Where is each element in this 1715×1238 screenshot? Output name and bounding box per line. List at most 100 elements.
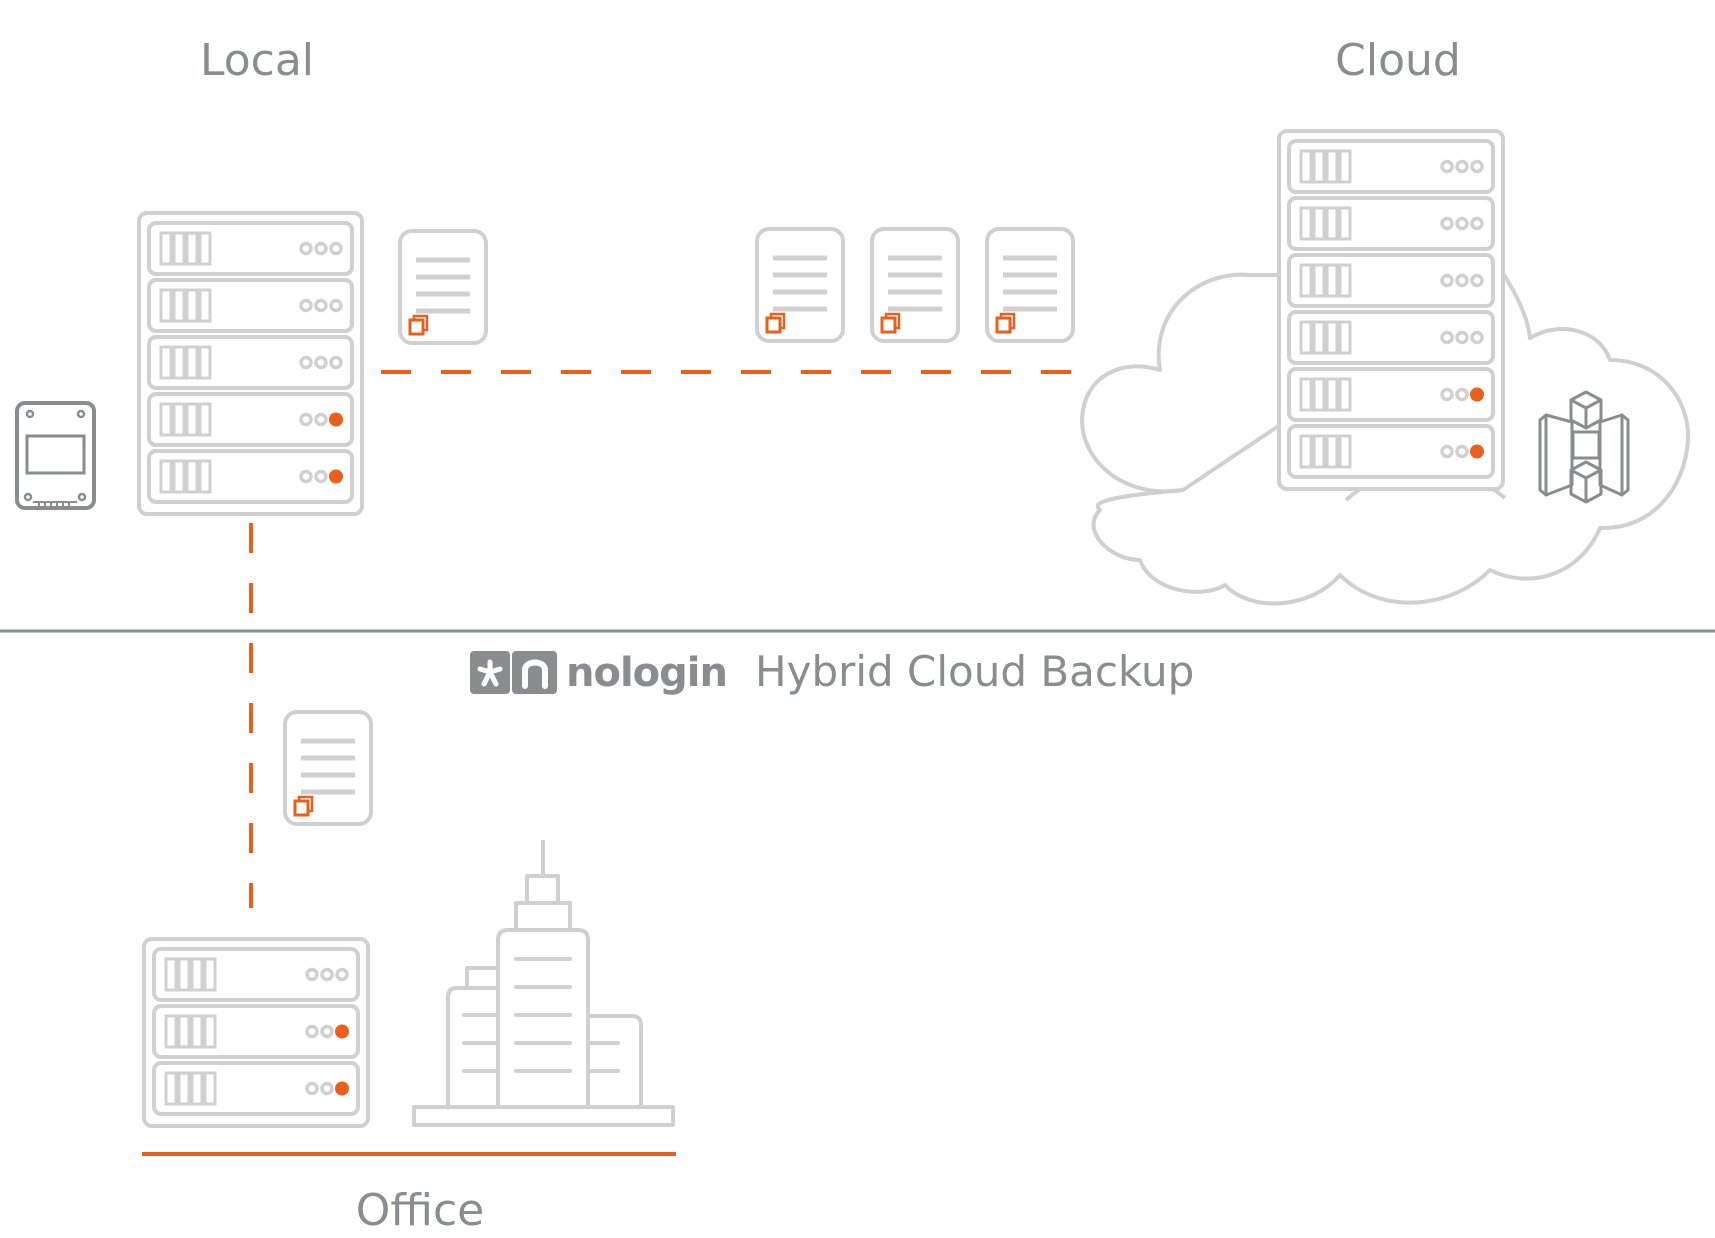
drive-bay-icon (1299, 206, 1313, 241)
drive-bay-icon (185, 459, 199, 494)
server-unit-frame (152, 947, 360, 1002)
status-led (1470, 216, 1484, 231)
server-unit-frame (152, 1061, 360, 1116)
status-led (329, 241, 343, 256)
copy-icon (408, 314, 429, 336)
server-unit-frame (147, 449, 354, 504)
status-led (1440, 330, 1454, 345)
status-led (1455, 273, 1469, 288)
server-unit-frame (1287, 139, 1495, 194)
status-led (305, 1024, 319, 1039)
server-unit (1287, 253, 1495, 308)
asterisk-icon (477, 659, 503, 687)
server-unit (147, 221, 354, 276)
drive-bay-icon (1325, 263, 1339, 298)
drive-bay-icon (190, 957, 204, 992)
server-unit (1287, 424, 1495, 479)
status-led (314, 355, 328, 370)
status-led (1440, 273, 1454, 288)
status-led (314, 241, 328, 256)
copy-icon (995, 312, 1016, 334)
copy-icon (765, 312, 786, 334)
drive-bay-icon (1338, 434, 1352, 469)
copy-front-square (408, 318, 425, 336)
status-led (320, 1024, 334, 1039)
server-unit-frame (1287, 196, 1495, 251)
copy-icon (293, 795, 314, 817)
status-led (299, 241, 313, 256)
drive-bay-icon (1338, 263, 1352, 298)
status-led (1455, 216, 1469, 231)
drive-bay-icon (1312, 434, 1326, 469)
server-unit-frame (1287, 310, 1495, 365)
drive-bay-icon (164, 1071, 178, 1106)
server-unit (147, 335, 354, 390)
status-led (299, 355, 313, 370)
drive-bay-icon (190, 1071, 204, 1106)
status-led (335, 967, 349, 982)
drive-bay-icon (1325, 320, 1339, 355)
logo-n-tile (512, 651, 557, 694)
drive-bay-icon (177, 1071, 191, 1106)
server-unit (152, 1004, 360, 1059)
drive-bay-icon (198, 345, 212, 380)
office-building-icon (412, 840, 675, 1127)
drive-bay-icon (198, 288, 212, 323)
drive-bay-icon (1312, 206, 1326, 241)
status-led (1440, 159, 1454, 174)
drive-bay-icon (198, 402, 212, 437)
drive-bay-icon (159, 231, 173, 266)
drive-bay-icon (1325, 149, 1339, 184)
drive-bay-icon (1338, 206, 1352, 241)
drive-bay-icon (1299, 434, 1313, 469)
server-unit-frame (147, 335, 354, 390)
status-led (329, 298, 343, 313)
local-server-rack (137, 211, 364, 516)
drive-bay-icon (190, 1014, 204, 1049)
server-unit (1287, 196, 1495, 251)
drive-bay-icon (164, 1014, 178, 1049)
document-icon (283, 710, 373, 826)
status-led (1440, 216, 1454, 231)
drive-bay-icon (185, 231, 199, 266)
status-led (1455, 159, 1469, 174)
status-led (1440, 444, 1454, 459)
drive-bay-icon (1312, 377, 1326, 412)
drive-bay-icon (1338, 377, 1352, 412)
status-led (314, 412, 328, 427)
drive-bay-icon (1325, 206, 1339, 241)
status-led (299, 469, 313, 484)
server-unit (147, 278, 354, 333)
drive-bay-icon (177, 957, 191, 992)
drive-bay-icon (1299, 377, 1313, 412)
status-led (314, 298, 328, 313)
n-glyph-icon (522, 659, 548, 689)
drive-bay-icon (203, 1014, 217, 1049)
office-server-rack (142, 937, 370, 1128)
server-unit-frame (1287, 424, 1495, 479)
cloud-section-label: Cloud (1335, 35, 1461, 86)
drive-bay-icon (172, 459, 186, 494)
drive-bay-icon (1299, 149, 1313, 184)
drive-bay-icon (164, 957, 178, 992)
drive-bay-icon (159, 459, 173, 494)
status-led (1470, 273, 1484, 288)
drive-bay-icon (159, 345, 173, 380)
status-led (1440, 387, 1454, 402)
status-led (1455, 444, 1469, 459)
status-led-active (1470, 387, 1484, 402)
drive-bay-icon (185, 288, 199, 323)
copy-icon (880, 312, 901, 334)
rack-frame (142, 937, 370, 1128)
copy-front-square (880, 316, 897, 334)
server-unit (147, 449, 354, 504)
server-unit-frame (147, 392, 354, 447)
local-section-label: Local (200, 35, 314, 86)
status-led-active (335, 1081, 349, 1096)
server-unit (1287, 139, 1495, 194)
status-led-active (329, 412, 343, 427)
drive-bay-icon (185, 345, 199, 380)
document-icon (398, 229, 488, 345)
ssd-drive-icon (15, 401, 96, 510)
